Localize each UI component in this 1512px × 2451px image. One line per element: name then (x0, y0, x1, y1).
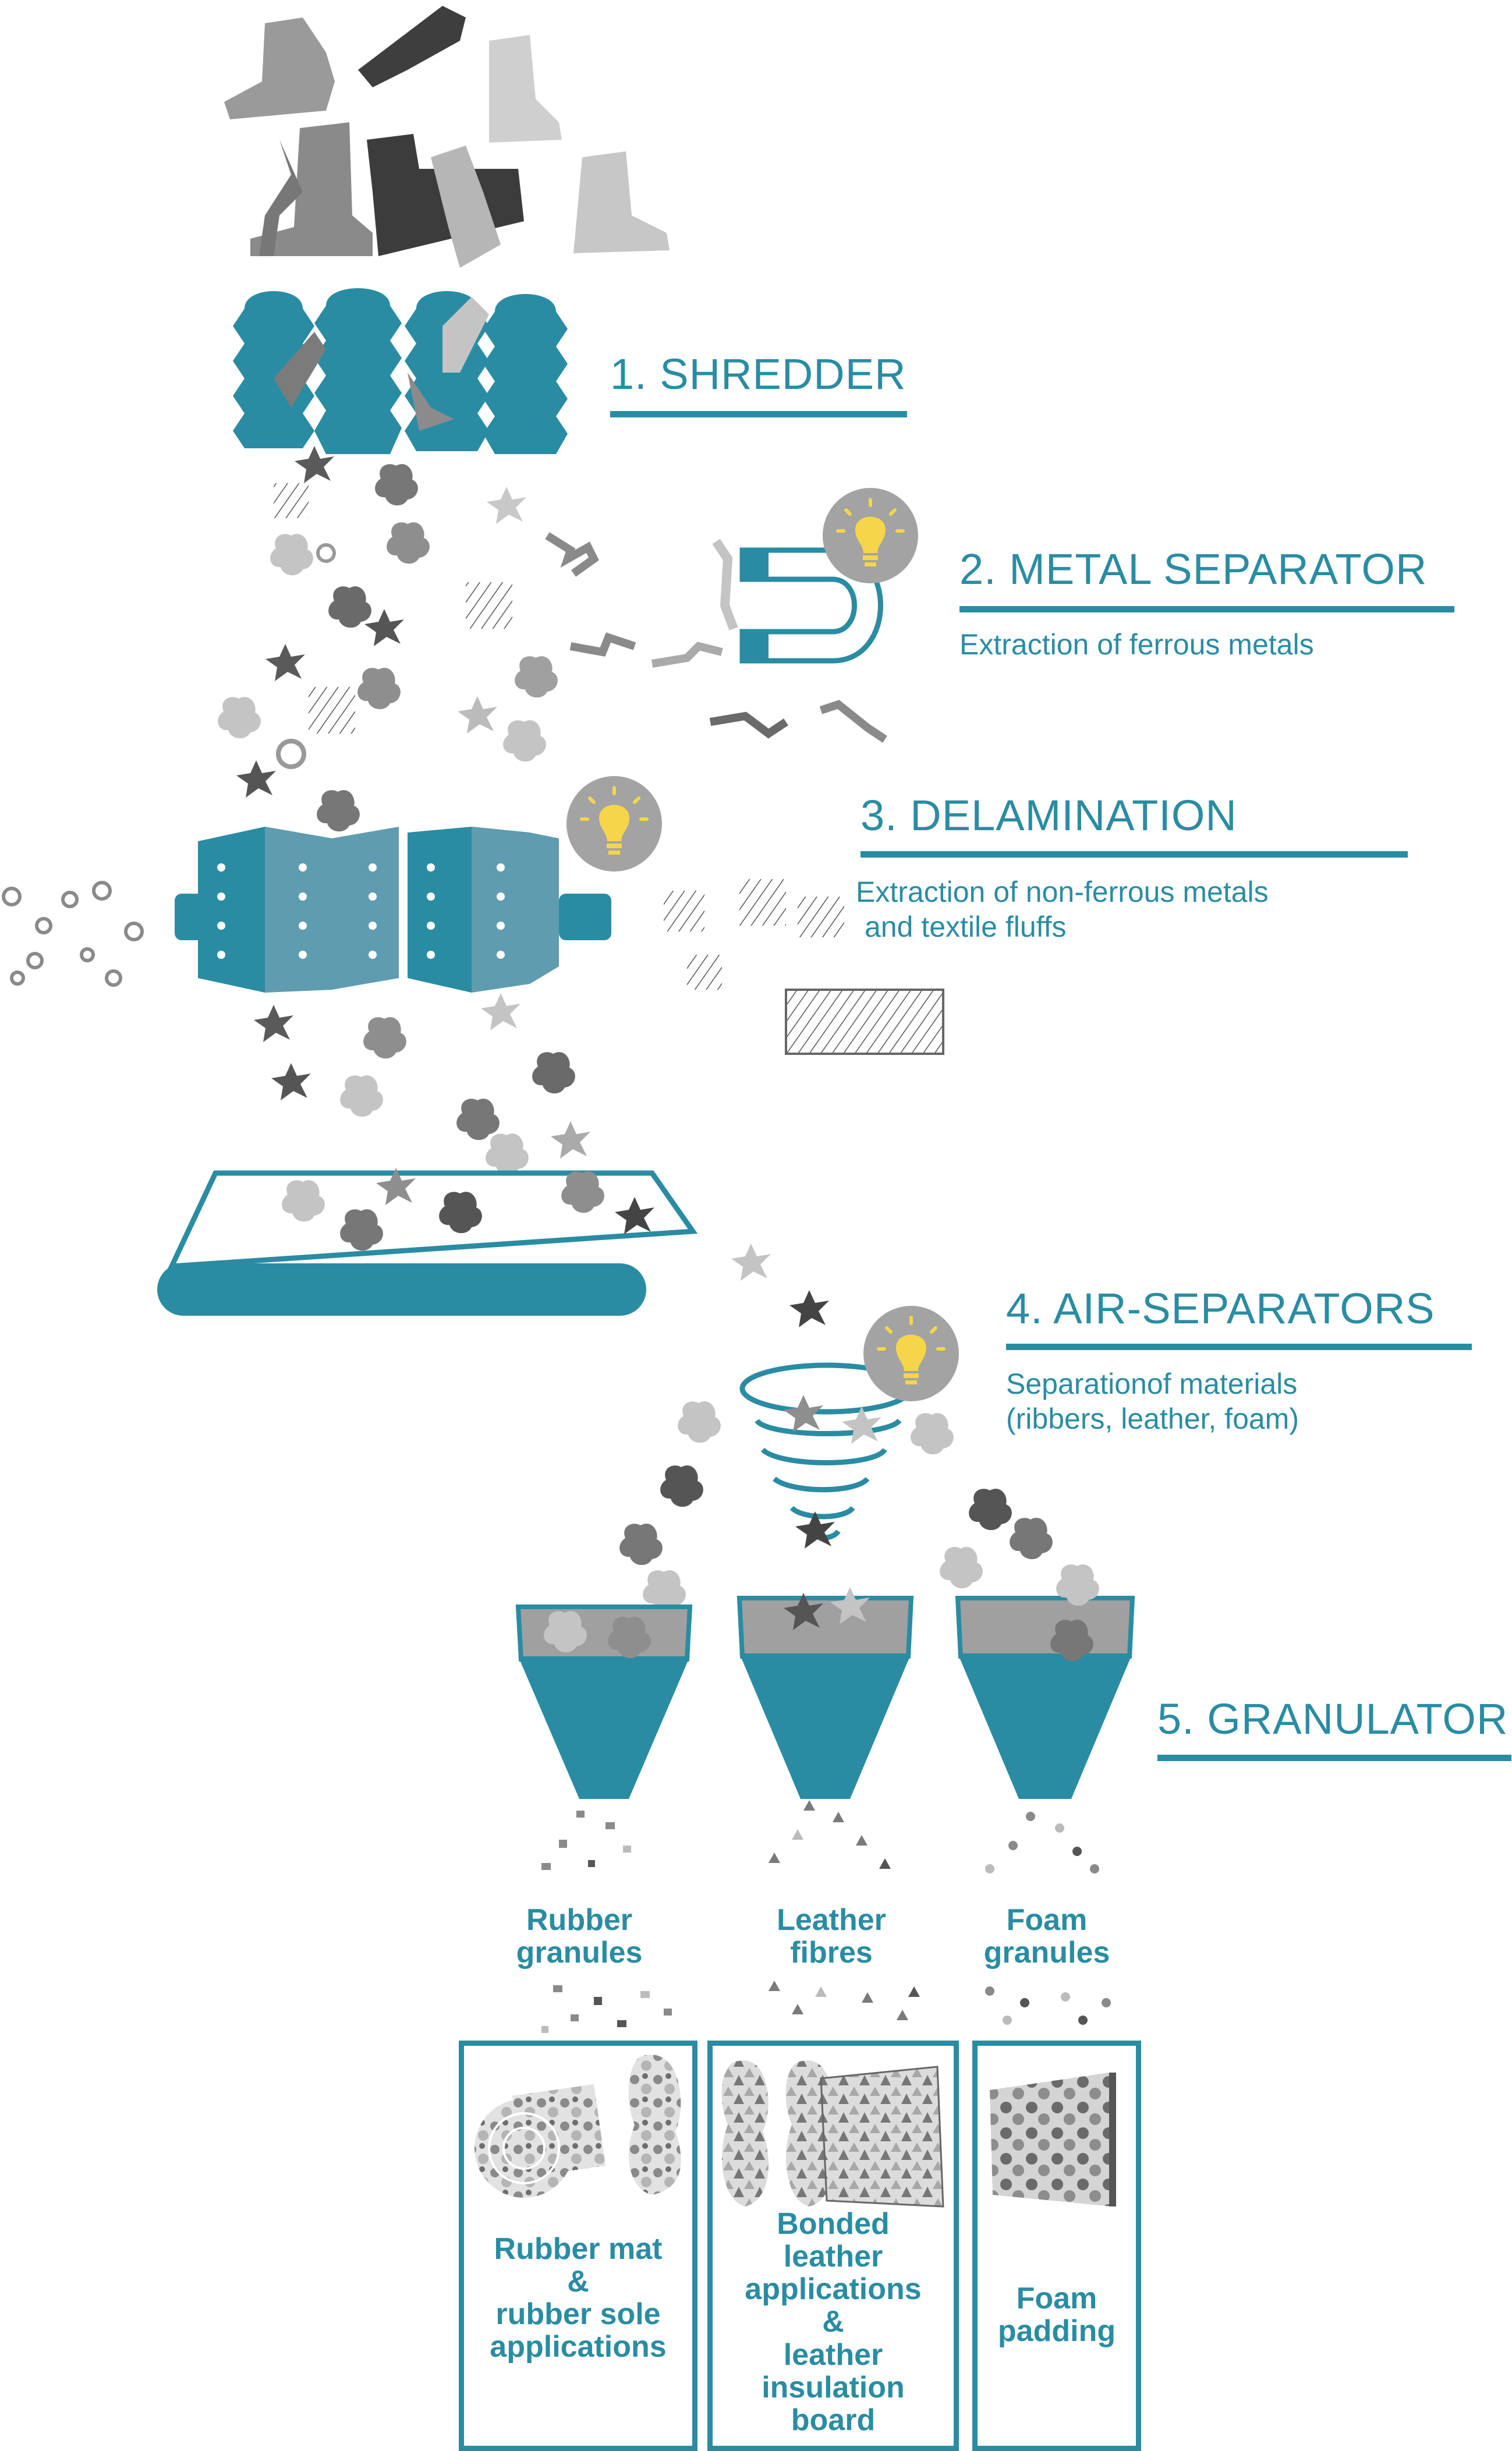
step-3-subtitle: Extraction of non-ferrous metals (856, 876, 1269, 908)
textile-fluffs (664, 879, 944, 1055)
step-4-subtitle: Separationof materials (1006, 1368, 1298, 1400)
foam-granules-particles (985, 1812, 1111, 2025)
leather-fibres-particles (769, 1800, 920, 2020)
application-line: & (822, 2305, 844, 2339)
conveyor-belt-icon (157, 1168, 698, 1316)
application-line: Rubber mat (494, 2232, 663, 2266)
leather-board-icon (721, 2060, 944, 2208)
output-line: Leather (777, 1903, 886, 1937)
step-1-title: 1. SHREDDER (610, 350, 907, 398)
insole-icon (785, 2060, 833, 2206)
rule-4 (1006, 1344, 1472, 1350)
output-line: Rubber (526, 1903, 632, 1937)
application-line: rubber sole (495, 2297, 661, 2332)
shoes-pile (224, 6, 670, 268)
hopper-icon (736, 1587, 914, 1799)
debris-2 (254, 993, 590, 1175)
insole-icon (628, 2055, 681, 2195)
shoe-icon (358, 6, 466, 87)
rule-2 (959, 606, 1454, 612)
output-rubber-granules: Rubber granules (486, 1904, 672, 1969)
application-line: padding (997, 2314, 1116, 2349)
application-line: leather (783, 2337, 883, 2372)
application-line: Bonded (777, 2207, 890, 2241)
application-line: leather (783, 2240, 883, 2274)
application-foam-label: Foam padding (978, 2282, 1135, 2347)
step-3-subtitle-2: and textile fluffs (865, 911, 1067, 943)
application-line: Foam (1016, 2282, 1097, 2315)
rubber-mat-icon (475, 2055, 681, 2198)
lightbulb-icon (823, 488, 918, 583)
shoe-icon (259, 140, 303, 256)
step-4-title: 4. AIR-SEPARATORS (1006, 1284, 1435, 1333)
rule-5 (1157, 1755, 1511, 1761)
application-line: applications (490, 2330, 667, 2364)
output-line: granules (983, 1936, 1110, 1970)
application-line: insulation (762, 2370, 905, 2404)
application-box-foam (972, 2041, 1141, 2451)
application-box-leather (707, 2041, 959, 2451)
application-box-rubber (459, 2041, 697, 2451)
metal-bits (2, 881, 144, 987)
boot-icon (250, 122, 373, 256)
boot-icon (431, 146, 501, 268)
tornado-icon (739, 1362, 914, 1540)
delamination-drum-icon (175, 827, 611, 993)
shoe-icon (224, 17, 335, 119)
output-foam-granules: Foam granules (954, 1904, 1140, 1969)
boot-icon (489, 35, 562, 143)
debris-3 (619, 1244, 1053, 1612)
application-line: board (791, 2403, 876, 2437)
hopper-icon (955, 1564, 1135, 1799)
output-leather-fibres: Leather fibres (738, 1904, 925, 1969)
step-2-title: 2. METAL SEPARATOR (959, 545, 1428, 593)
step-4-subtitle-2: (ribbers, leather, foam) (1006, 1402, 1299, 1435)
application-line: applications (745, 2272, 922, 2307)
lightbulb-icon (863, 1306, 959, 1401)
foam-padding-icon (990, 2073, 1116, 2206)
shredder-icon (233, 288, 568, 454)
rubber-granules-particles (541, 1811, 672, 2033)
application-leather-label: Bonded leather applications & leather in… (714, 2208, 952, 2436)
rule-3 (861, 851, 1408, 858)
step-5-title: 5. GRANULATOR (1157, 1695, 1509, 1743)
magnet-icon (739, 547, 883, 664)
hopper-icon (515, 1605, 693, 1799)
boot-icon (573, 151, 670, 253)
step-3-title: 3. DELAMINATION (861, 791, 1237, 840)
insole-icon (721, 2060, 769, 2206)
step-2-subtitle: Extraction of ferrous metals (959, 628, 1314, 661)
debris (218, 446, 887, 832)
application-line: & (567, 2265, 589, 2299)
application-rubber-label: Rubber mat & rubber sole applications (466, 2233, 691, 2364)
lightbulb-icon (566, 776, 662, 872)
output-line: fibres (790, 1936, 873, 1970)
output-line: Foam (1006, 1903, 1088, 1937)
rule-1 (610, 411, 907, 417)
output-line: granules (516, 1936, 643, 1970)
